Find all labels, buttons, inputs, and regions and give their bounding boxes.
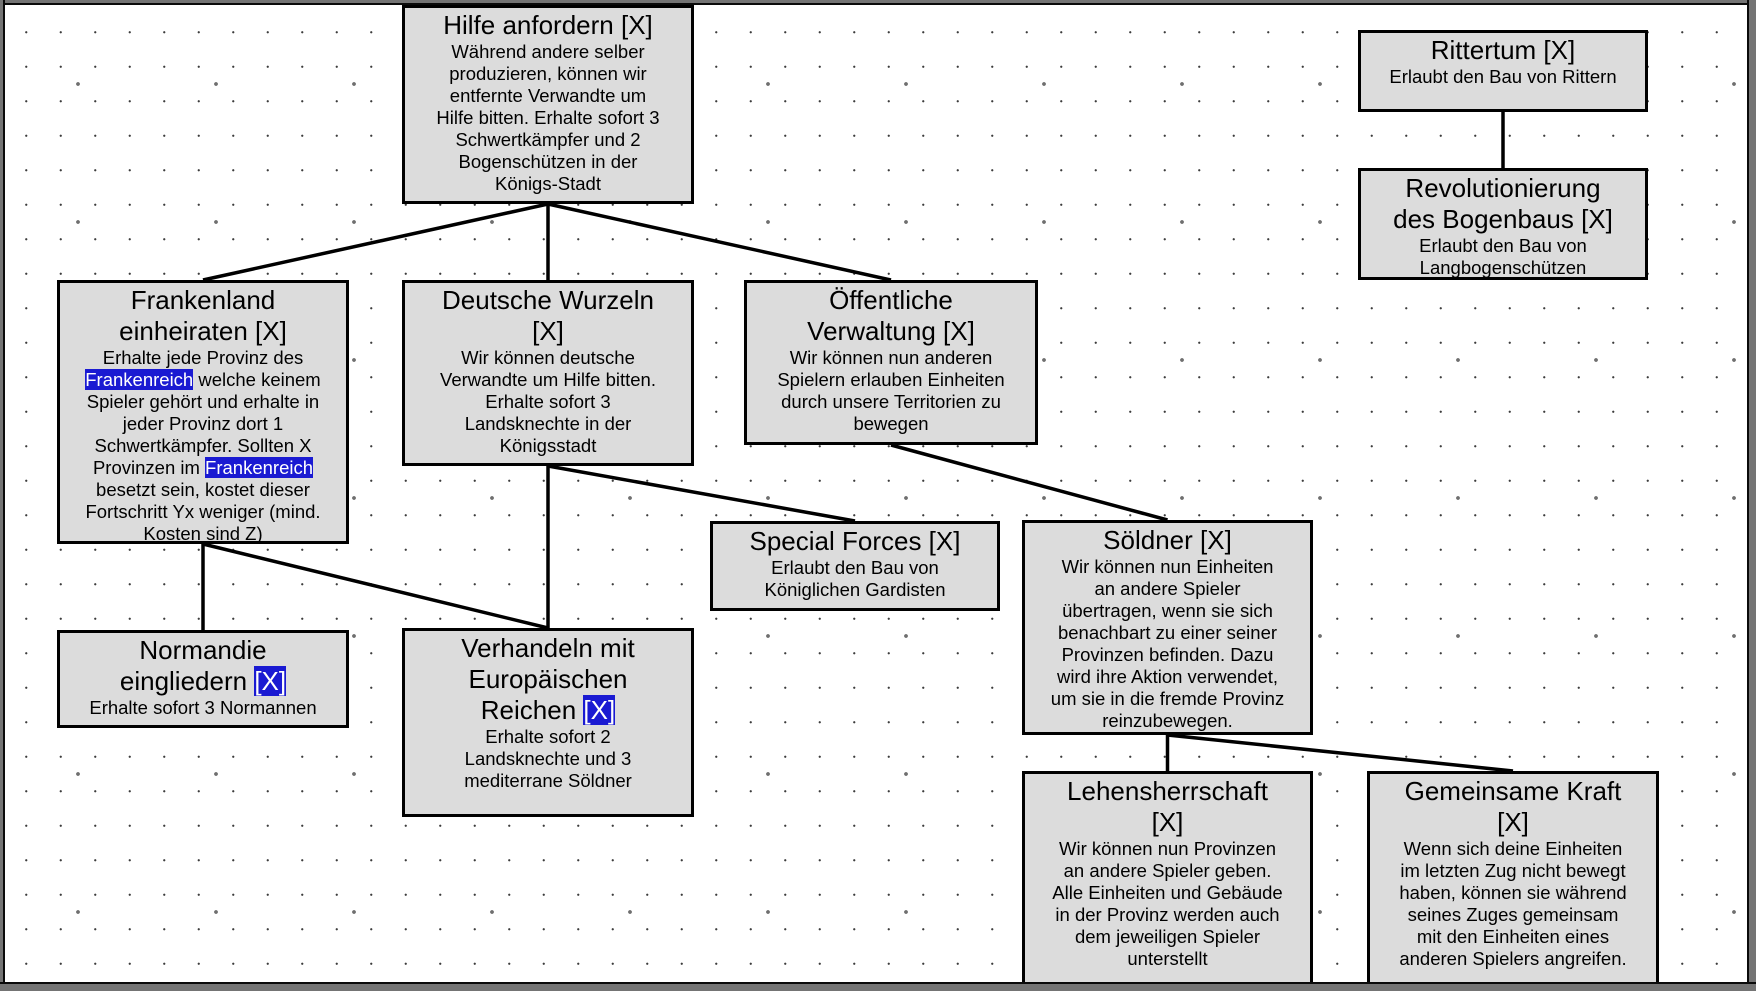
selected-text: Frankenreich: [205, 457, 314, 478]
node-title: Öffentliche Verwaltung [X]: [807, 285, 975, 346]
window-border-top: [0, 0, 1756, 5]
tech-node-revolutionierung-bogenbau[interactable]: Revolutionierung des Bogenbaus [X]Erlaub…: [1358, 168, 1648, 280]
node-description: Wir können nun Provinzen an andere Spiel…: [1052, 838, 1283, 969]
connection-hilfe-anfordern-oeffentliche-verwaltung: [547, 202, 892, 282]
tech-node-hilfe-anfordern[interactable]: Hilfe anfordern [X]Während andere selber…: [402, 5, 694, 204]
node-description: Erlaubt den Bau von Rittern: [1389, 66, 1617, 87]
connection-oeffentliche-verwaltung-soeldner: [890, 443, 1168, 522]
selected-text: [X]: [583, 695, 616, 725]
connection-soeldner-gemeinsame-kraft: [1167, 733, 1514, 773]
tech-node-gemeinsame-kraft[interactable]: Gemeinsame Kraft [X]Wenn sich deine Einh…: [1367, 771, 1659, 988]
tech-node-frankenland-einheiraten[interactable]: Frankenland einheiraten [X]Erhalte jede …: [57, 280, 349, 544]
connection-frankenland-einheiraten-verhandeln-europaeische-reiche: [202, 542, 549, 630]
node-description: Erlaubt den Bau von Langbogenschützen: [1419, 235, 1587, 278]
tech-node-special-forces[interactable]: Special Forces [X]Erlaubt den Bau von Kö…: [710, 521, 1000, 611]
connection-hilfe-anfordern-frankenland-einheiraten: [202, 202, 549, 282]
window-border-right: [1747, 0, 1756, 991]
tech-node-normandie-eingliedern[interactable]: Normandie eingliedern [X]Erhalte sofort …: [57, 630, 349, 728]
node-description: Erhalte sofort 2 Landsknechte und 3 medi…: [464, 726, 632, 791]
node-description: Erhalte sofort 3 Normannen: [89, 697, 317, 718]
tech-node-oeffentliche-verwaltung[interactable]: Öffentliche Verwaltung [X]Wir können nun…: [744, 280, 1038, 445]
tech-node-soeldner[interactable]: Söldner [X]Wir können nun Einheiten an a…: [1022, 520, 1313, 735]
node-title: Frankenland einheiraten [X]: [119, 285, 287, 346]
node-description: Während andere selber produzieren, könne…: [436, 41, 660, 194]
selected-text: [X]: [254, 666, 287, 696]
node-title: Rittertum [X]: [1430, 35, 1576, 65]
selected-text: Frankenreich: [85, 369, 194, 390]
tech-node-verhandeln-europaeische-reiche[interactable]: Verhandeln mit Europäischen Reichen [X]E…: [402, 628, 694, 817]
node-description: Erlaubt den Bau von Königlichen Gardiste…: [764, 557, 946, 600]
node-title: Normandie eingliedern [X]: [119, 635, 287, 696]
tech-node-rittertum[interactable]: Rittertum [X]Erlaubt den Bau von Rittern: [1358, 30, 1648, 112]
connection-deutsche-wurzeln-special-forces: [547, 464, 856, 523]
node-description: Wir können nun Einheiten an andere Spiel…: [1050, 556, 1285, 731]
node-title: Verhandeln mit Europäischen Reichen [X]: [461, 633, 635, 725]
node-title: Special Forces [X]: [749, 526, 961, 556]
node-description: Erhalte jede Provinz des Frankenreich we…: [85, 347, 321, 544]
node-title: Hilfe anfordern [X]: [443, 10, 653, 40]
tech-node-deutsche-wurzeln[interactable]: Deutsche Wurzeln [X]Wir können deutsche …: [402, 280, 694, 466]
node-title: Söldner [X]: [1103, 525, 1232, 555]
node-title: Gemeinsame Kraft [X]: [1404, 776, 1622, 837]
node-description: Wenn sich deine Einheiten im letzten Zug…: [1399, 838, 1627, 969]
node-title: Lehensherrschaft [X]: [1067, 776, 1268, 837]
node-description: Wir können deutsche Verwandte um Hilfe b…: [440, 347, 656, 456]
node-title: Deutsche Wurzeln [X]: [442, 285, 654, 346]
node-description: Wir können nun anderen Spielern erlauben…: [777, 347, 1005, 434]
tech-node-lehensherrschaft[interactable]: Lehensherrschaft [X]Wir können nun Provi…: [1022, 771, 1313, 988]
window-border-left: [0, 0, 5, 991]
node-title: Revolutionierung des Bogenbaus [X]: [1393, 173, 1613, 234]
window-border-bottom: [0, 982, 1756, 991]
